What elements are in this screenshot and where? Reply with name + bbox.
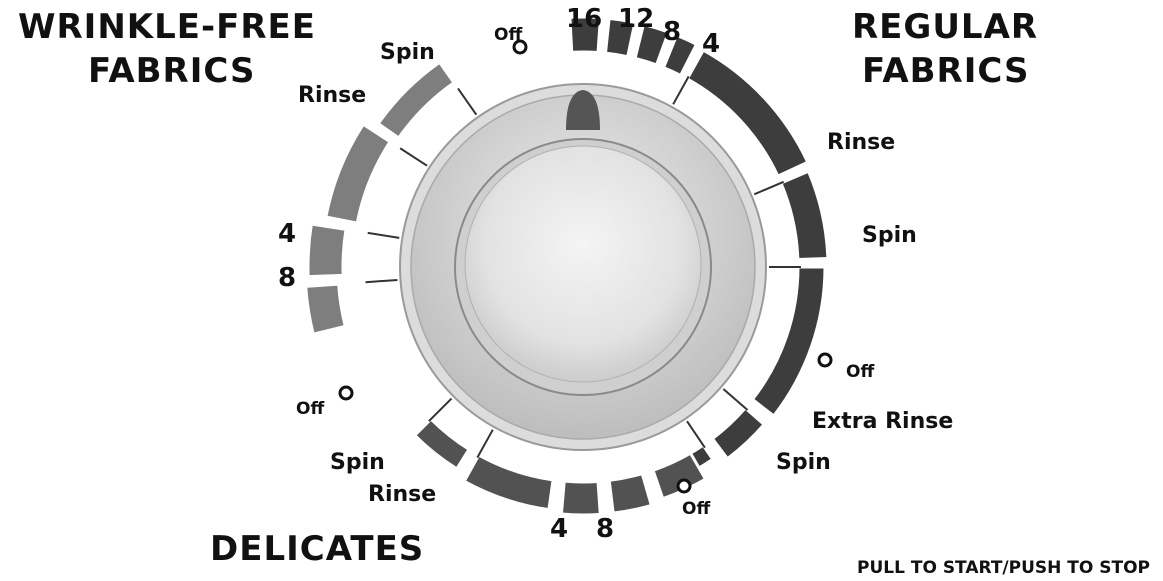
wf-8-label: 8	[278, 263, 296, 293]
dial-tick	[754, 182, 783, 195]
dial-tick	[458, 88, 476, 114]
dial-tick	[429, 399, 452, 422]
time-4: 4	[702, 29, 720, 59]
delicates-band-8	[609, 474, 651, 513]
wf-4-label: 4	[278, 219, 296, 249]
dial-tick	[723, 389, 747, 410]
reg-rinse-label: Rinse	[827, 130, 895, 155]
delicates-band-spin	[415, 419, 469, 469]
wf-rinse-label: Rinse	[298, 83, 366, 108]
time-16: 16	[566, 4, 602, 34]
wrinkle-band-spin	[378, 62, 454, 138]
regular-band-extra	[712, 408, 764, 459]
cycle-knob[interactable]	[400, 84, 766, 450]
delicates-title: DELICATES	[210, 529, 424, 569]
wrinkle-band-4	[308, 224, 346, 277]
regular-title: REGULAR	[852, 7, 1038, 47]
wrinkle-free-title: WRINKLE-FREE	[18, 7, 316, 47]
wrinkle-band-rinse	[326, 124, 390, 223]
wf-spin-label: Spin	[380, 40, 435, 65]
del-spin-label: Spin	[330, 450, 385, 475]
delicates-band-rinse	[464, 455, 553, 510]
reg-off-marker	[819, 354, 831, 366]
reg-spin-label: Spin	[862, 223, 917, 248]
reg-spin2-label: Spin	[776, 450, 831, 475]
dial-tick	[400, 148, 427, 165]
reg-off-label: Off	[846, 362, 874, 382]
del-rinse-label: Rinse	[368, 482, 436, 507]
reg-off2-marker	[678, 480, 690, 492]
dial-tick	[687, 421, 705, 448]
reg-extra-rinse-label: Extra Rinse	[812, 409, 953, 434]
del-off-marker	[340, 387, 352, 399]
dial-tick	[477, 430, 493, 458]
wrinkle-band-8	[306, 284, 346, 334]
reg-off2-label: Off	[682, 499, 710, 519]
dial-tick	[673, 76, 689, 104]
dial-tick	[366, 280, 398, 282]
del-4-label: 4	[550, 514, 568, 544]
wrinkle-free-title-2: FABRICS	[88, 51, 255, 91]
time-8: 8	[663, 17, 681, 47]
pull-to-start-instruction: PULL TO START/PUSH TO STOP	[857, 558, 1150, 578]
dial-tick	[368, 233, 400, 238]
del-off-label: Off	[296, 399, 324, 419]
wf-off-label: Off	[494, 25, 522, 45]
regular-title-2: FABRICS	[862, 51, 1029, 91]
regular-band-rinse	[781, 171, 828, 259]
del-8-label: 8	[596, 514, 614, 544]
time-12: 12	[618, 4, 654, 34]
delicates-band-4	[561, 481, 600, 515]
